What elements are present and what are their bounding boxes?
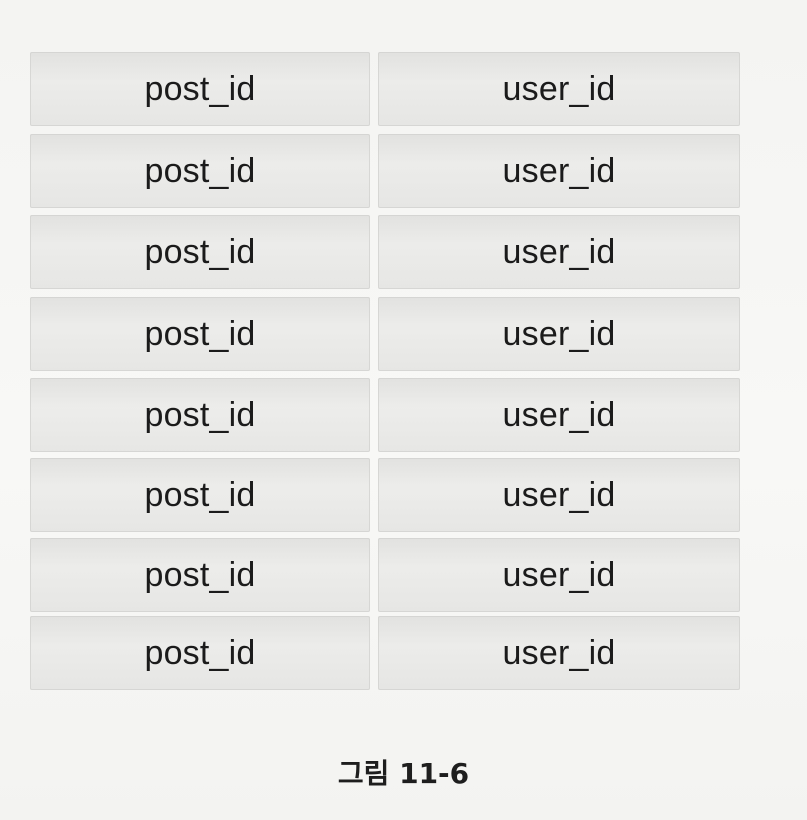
post-id-cell: post_id	[30, 378, 370, 452]
table-row: post_id user_id	[30, 538, 740, 612]
user-id-cell: user_id	[378, 378, 740, 452]
post-id-cell: post_id	[30, 538, 370, 612]
table-row: post_id user_id	[30, 52, 740, 126]
table-row: post_id user_id	[30, 297, 740, 371]
post-id-cell: post_id	[30, 297, 370, 371]
user-id-cell: user_id	[378, 616, 740, 690]
table-row: post_id user_id	[30, 215, 740, 289]
user-id-cell: user_id	[378, 458, 740, 532]
user-id-cell: user_id	[378, 538, 740, 612]
table-row: post_id user_id	[30, 616, 740, 690]
post-id-cell: post_id	[30, 215, 370, 289]
user-id-cell: user_id	[378, 297, 740, 371]
post-id-cell: post_id	[30, 616, 370, 690]
cache-table: post_id user_id post_id user_id post_id …	[30, 52, 740, 690]
user-id-cell: user_id	[378, 52, 740, 126]
user-id-cell: user_id	[378, 215, 740, 289]
figure-caption: 그림 11-6	[337, 757, 470, 790]
post-id-cell: post_id	[30, 52, 370, 126]
table-row: post_id user_id	[30, 458, 740, 532]
post-id-cell: post_id	[30, 458, 370, 532]
post-id-cell: post_id	[30, 134, 370, 208]
user-id-cell: user_id	[378, 134, 740, 208]
table-row: post_id user_id	[30, 378, 740, 452]
table-row: post_id user_id	[30, 134, 740, 208]
